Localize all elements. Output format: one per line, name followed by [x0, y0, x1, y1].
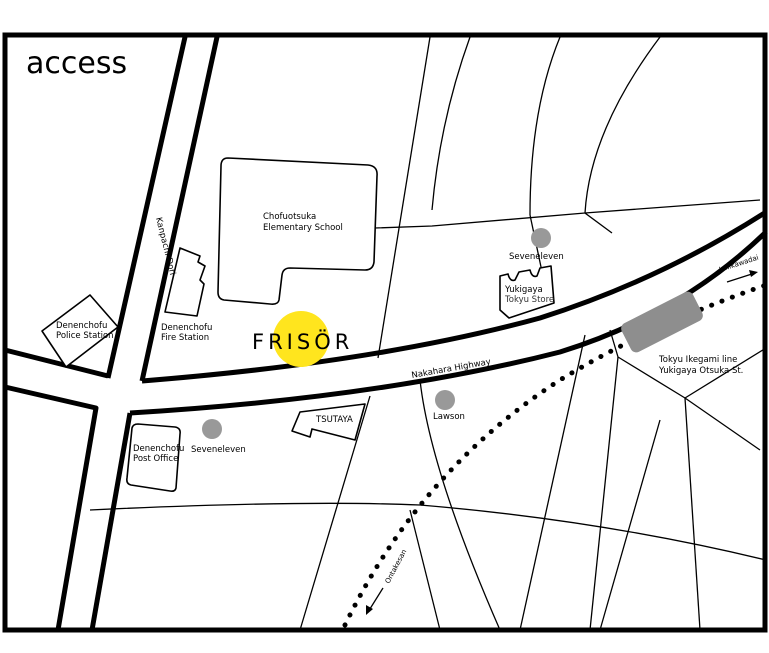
station-label-line2: Yukigaya Otsuka St. [658, 366, 743, 376]
police-station-building [41, 294, 119, 368]
tsutaya-label: TSUTAYA [315, 415, 353, 425]
post-office-label-line1: Denenchofu [133, 444, 184, 454]
station-label-line1: Tokyu Ikegami line [658, 355, 737, 365]
map-title: access [26, 46, 127, 81]
minor-streets [89, 36, 767, 631]
school-building [217, 157, 378, 305]
post-office-building [126, 423, 181, 492]
frisor-brand-label: FRISÖR [252, 329, 353, 354]
lawson-label: Lawson [433, 412, 465, 422]
tokyu-store-label-line1: Yukigaya [504, 285, 543, 295]
frisor-location-marker[interactable] [273, 311, 329, 367]
school-label-line2: Elementary School [263, 223, 343, 233]
fire-station-label-line2: Fire Station [161, 333, 209, 343]
fire-station-label-line1: Denenchofu [161, 323, 212, 333]
police-label-line2: Police Station [56, 331, 114, 341]
fire-station-building [164, 247, 206, 317]
police-label-line1: Denenchofu [56, 321, 107, 331]
tsutaya-building [291, 403, 366, 441]
seveneleven-north-marker[interactable] [531, 228, 551, 248]
tokyu-store-label-line2: Tokyu Store [504, 295, 554, 305]
arrow-down-left-icon [366, 587, 384, 615]
seveneleven-south-label: Seveneleven [191, 445, 246, 455]
lawson-marker[interactable] [435, 390, 455, 410]
arrow-right-icon [726, 270, 758, 283]
major-roads [4, 36, 768, 631]
station-building [621, 291, 703, 353]
seveneleven-south-marker[interactable] [202, 419, 222, 439]
tokyu-store-building [499, 265, 555, 319]
seveneleven-north-label: Seveneleven [509, 252, 564, 262]
school-label-line1: Chofuotsuka [263, 212, 316, 222]
post-office-label-line2: Post Office [133, 454, 178, 464]
